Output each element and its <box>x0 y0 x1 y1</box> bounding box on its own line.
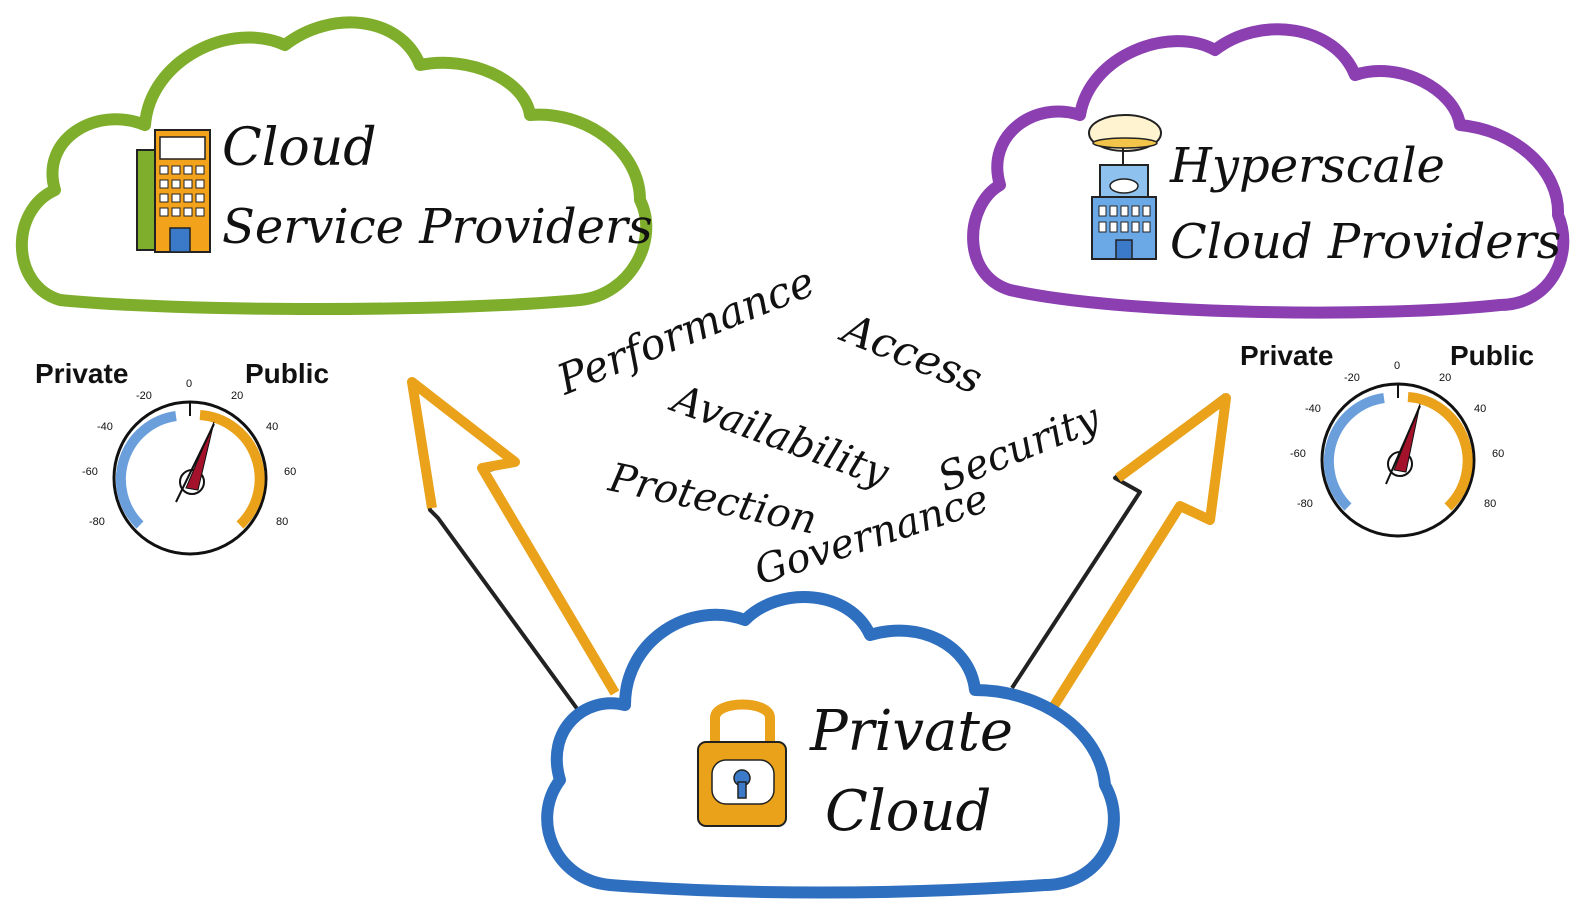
concern-access: Access <box>833 302 990 403</box>
private-cloud-title-line1: Private <box>809 699 1013 764</box>
csp-title-line1: Cloud <box>222 118 377 178</box>
tick-label: 0 <box>186 378 192 390</box>
gauge-private-arc <box>115 411 177 529</box>
left-upward-arrow <box>407 377 620 712</box>
hyperscale-cloud: Hyperscale Cloud Providers <box>967 23 1570 319</box>
padlock-cloud-icon <box>697 699 787 827</box>
right-upward-arrow <box>1010 393 1231 731</box>
right-private-public-gauge: Private Public -80 -60 -40 -20 0 20 40 6… <box>1240 340 1534 538</box>
tick-label: -80 <box>1297 498 1313 510</box>
tick-label: 60 <box>284 466 296 478</box>
gauge-public-arc <box>199 410 265 529</box>
hyperscale-datacenter-icon <box>1088 114 1162 260</box>
tick-label: 80 <box>276 516 288 528</box>
hyperscale-title-line2: Cloud Providers <box>1170 214 1561 270</box>
concern-protection: Protection <box>604 455 821 544</box>
gauge-private-label: Private <box>1240 340 1333 371</box>
tick-label: -80 <box>89 516 105 528</box>
hyperscale-title-line1: Hyperscale <box>1169 138 1445 194</box>
tick-label: -40 <box>1305 403 1321 415</box>
cloud-outline <box>541 591 1120 899</box>
tick-label: -20 <box>136 390 152 402</box>
tick-label: 80 <box>1484 498 1496 510</box>
left-private-public-gauge: Private Public -80 -60 -40 -20 0 20 40 6… <box>35 358 329 556</box>
tick-label: -20 <box>1344 372 1360 384</box>
tick-label: 20 <box>231 390 243 402</box>
gauge-public-arc <box>1407 392 1473 511</box>
tick-label: -40 <box>97 421 113 433</box>
gauge-private-label: Private <box>35 358 128 389</box>
tick-label: 0 <box>1394 360 1400 372</box>
tick-label: 40 <box>1474 403 1486 415</box>
private-cloud-title-line2: Cloud <box>825 779 991 844</box>
tick-label: -60 <box>1290 448 1306 460</box>
gauge-public-label: Public <box>1450 340 1534 371</box>
csp-title-line2: Service Providers <box>222 199 653 255</box>
private-cloud: Private Cloud <box>541 591 1120 899</box>
tick-label: 60 <box>1492 448 1504 460</box>
office-building-icon <box>136 129 211 253</box>
gauge-public-label: Public <box>245 358 329 389</box>
cloud-service-providers-cloud: Cloud Service Providers <box>15 16 653 315</box>
tick-label: 20 <box>1439 372 1451 384</box>
tick-label: -60 <box>82 466 98 478</box>
gauge-private-arc <box>1323 393 1385 511</box>
tick-label: 40 <box>266 421 278 433</box>
